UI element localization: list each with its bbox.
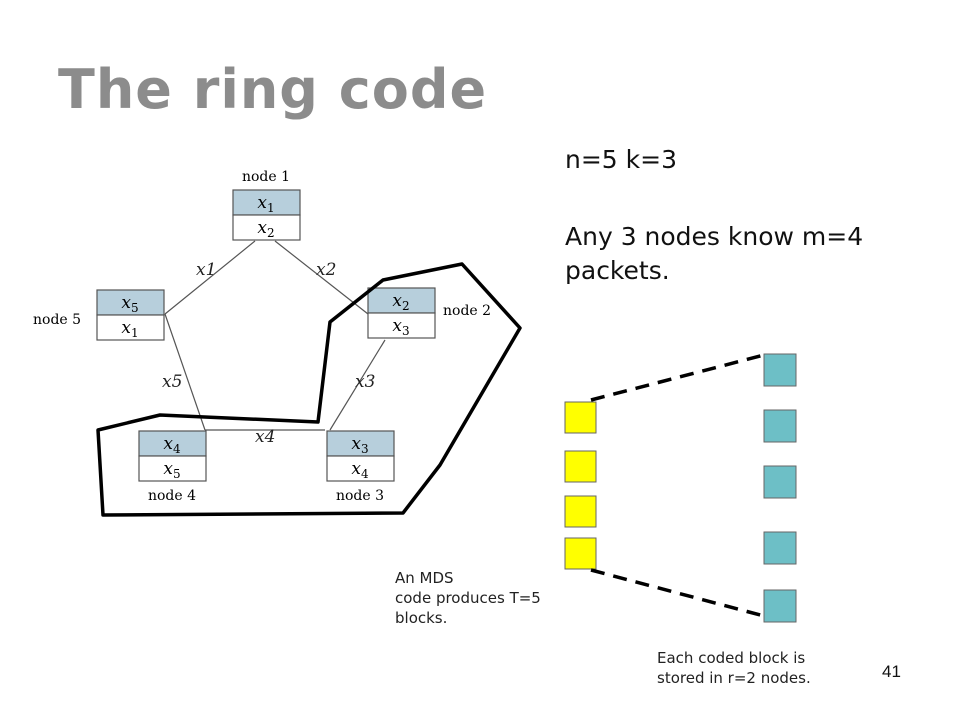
source-block xyxy=(564,495,597,528)
edge-x1 xyxy=(164,240,256,315)
statement-line-2: packets. xyxy=(565,256,670,285)
node-4: x4 x5 node 4 xyxy=(138,430,207,504)
node-3-top-cell: x3 xyxy=(351,434,368,456)
coded-caption-line-2: stored in r=2 nodes. xyxy=(657,669,811,687)
node-1-top-cell: x1 xyxy=(257,193,274,215)
coded-block xyxy=(763,531,797,565)
source-block xyxy=(564,537,597,570)
coded-block xyxy=(763,353,797,387)
node-1: x1 x2 node 1 xyxy=(232,169,301,241)
mds-caption-line-1: An MDS xyxy=(395,569,454,587)
source-block xyxy=(564,401,597,434)
node-2: x2 x3 node 2 xyxy=(367,287,491,339)
node-3-bottom-cell: x4 xyxy=(351,459,369,481)
statement-line-1: Any 3 nodes know m=4 xyxy=(565,222,864,251)
node-4-label: node 4 xyxy=(148,488,196,504)
edge-label-x4: x4 xyxy=(255,427,275,447)
page-title: The ring code xyxy=(58,58,488,121)
edge-x3 xyxy=(329,339,386,431)
coded-blocks xyxy=(763,353,797,623)
coded-caption-line-1: Each coded block is xyxy=(657,649,806,667)
node-5-label: node 5 xyxy=(33,312,81,328)
coded-block xyxy=(763,465,797,499)
node-2-bottom-cell: x3 xyxy=(392,316,409,338)
mds-caption-line-3: blocks. xyxy=(395,609,448,627)
node-1-bottom-cell: x2 xyxy=(257,218,274,240)
edge-x5 xyxy=(164,313,206,431)
ring-edges xyxy=(164,240,386,431)
node-2-top-cell: x2 xyxy=(392,291,409,313)
page-number: 41 xyxy=(882,662,901,681)
node-3-label: node 3 xyxy=(336,488,384,504)
node-4-top-cell: x4 xyxy=(163,434,181,456)
node-4-bottom-cell: x5 xyxy=(163,459,180,481)
edge-x2 xyxy=(274,240,369,315)
edge-label-x3: x3 xyxy=(355,372,375,392)
node-1-label: node 1 xyxy=(242,169,290,185)
edge-label-x2: x2 xyxy=(316,260,336,280)
source-blocks xyxy=(564,401,597,570)
node-3: x3 x4 node 3 xyxy=(326,430,395,504)
params-text: n=5 k=3 xyxy=(565,145,677,174)
coded-block xyxy=(763,409,797,443)
coded-caption: Each coded block is stored in r=2 nodes. xyxy=(657,648,811,688)
mds-caption: An MDS code produces T=5 blocks. xyxy=(395,568,541,628)
node-5-top-cell: x5 xyxy=(121,293,138,315)
expansion-lines xyxy=(590,353,765,618)
node-5-bottom-cell: x1 xyxy=(121,318,138,340)
source-block xyxy=(564,450,597,483)
node-2-label: node 2 xyxy=(443,303,491,319)
coded-block xyxy=(763,589,797,623)
edge-label-x5: x5 xyxy=(162,372,182,392)
node-5: x5 x1 node 5 xyxy=(33,289,165,341)
enclosure-outline xyxy=(96,262,522,517)
mds-caption-line-2: code produces T=5 xyxy=(395,589,541,607)
edge-label-x1: x1 xyxy=(196,260,216,280)
